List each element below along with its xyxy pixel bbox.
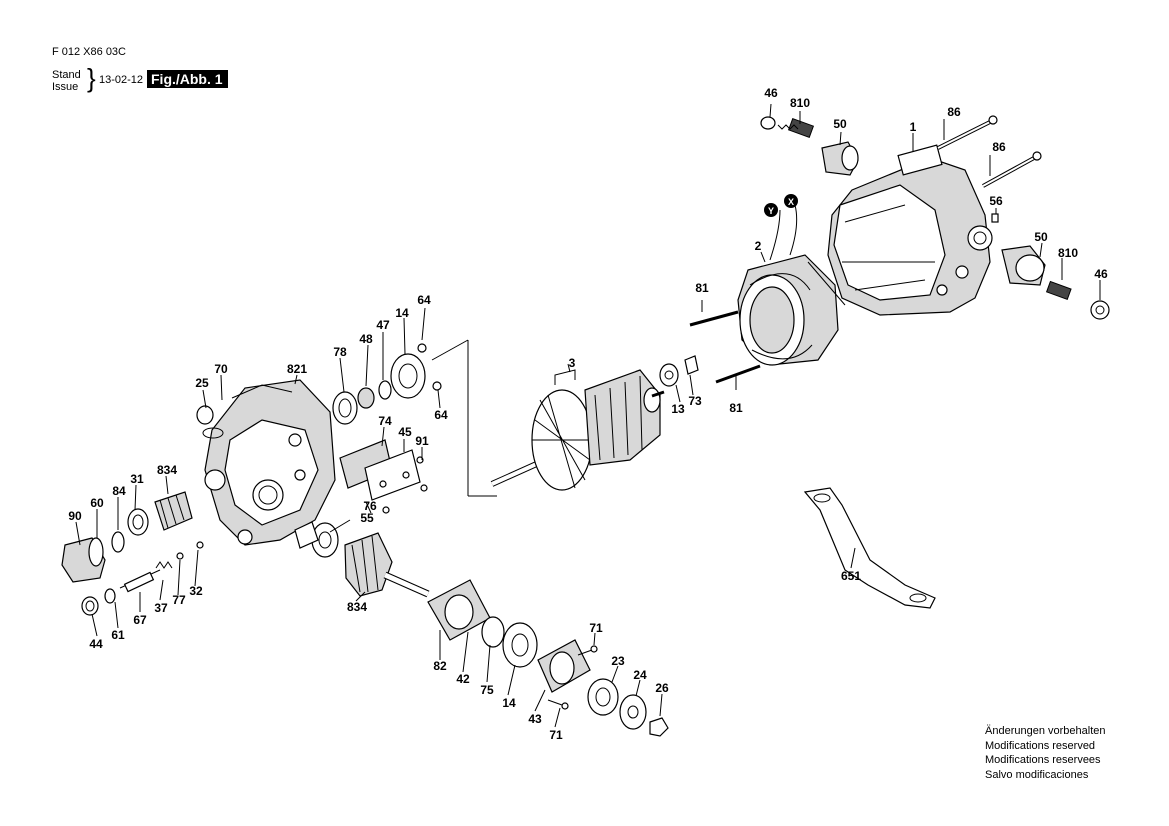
callout-71a: 71 <box>589 621 603 635</box>
callout-86b: 86 <box>992 140 1006 154</box>
callout-47: 47 <box>376 318 390 332</box>
callout-834a: 834 <box>157 463 177 477</box>
callout-56: 56 <box>989 194 1003 208</box>
callout-90: 90 <box>68 509 82 523</box>
callout-37: 37 <box>154 601 168 615</box>
callout-26: 26 <box>655 681 669 695</box>
callout-23: 23 <box>611 654 625 668</box>
callout-64b: 64 <box>434 408 448 422</box>
callout-43: 43 <box>528 712 542 726</box>
callout-44: 44 <box>89 637 103 651</box>
callout-50a: 50 <box>833 117 847 131</box>
callout-74: 74 <box>378 414 392 428</box>
callout-48: 48 <box>359 332 373 346</box>
callout-71b: 71 <box>549 728 563 742</box>
callout-84: 84 <box>112 484 126 498</box>
callout-labels: 46 810 50 1 86 86 56 50 810 46 2 81 81 3… <box>68 86 1108 742</box>
callout-2: 2 <box>755 239 762 253</box>
callout-67: 67 <box>133 613 147 627</box>
upper-bearings <box>332 343 442 425</box>
wrench-part <box>803 487 936 609</box>
callout-75: 75 <box>480 683 494 697</box>
callout-46b: 46 <box>1094 267 1108 281</box>
callout-14a: 14 <box>395 306 409 320</box>
callout-42: 42 <box>456 672 470 686</box>
callout-73: 73 <box>688 394 702 408</box>
stator-part: Y X <box>689 194 846 384</box>
armature-part <box>490 355 699 491</box>
brace-glyph: } <box>87 63 96 93</box>
callout-3: 3 <box>569 356 576 370</box>
issue-label: Issue <box>52 81 79 93</box>
callout-24: 24 <box>633 668 647 682</box>
callout-651: 651 <box>841 569 861 583</box>
callout-834b: 834 <box>347 600 367 614</box>
callout-32: 32 <box>189 584 203 598</box>
flange-assembly <box>427 579 669 737</box>
note-es: Salvo modificaciones <box>985 768 1089 781</box>
callout-810b: 810 <box>1058 246 1078 260</box>
callout-70: 70 <box>214 362 228 376</box>
callout-61: 61 <box>111 628 125 642</box>
callout-810a: 810 <box>790 96 810 110</box>
issue-date: 13-02-12 <box>99 74 144 86</box>
screws-86 <box>937 115 1042 223</box>
brush-cap-top <box>760 116 859 176</box>
callout-45: 45 <box>398 425 412 439</box>
callout-1: 1 <box>910 120 917 134</box>
callout-46a: 46 <box>764 86 778 100</box>
stand-issue-label: Stand Issue <box>52 69 81 93</box>
callout-81b: 81 <box>729 401 743 415</box>
callout-91: 91 <box>415 434 429 448</box>
callout-25: 25 <box>195 376 209 390</box>
leader-lines <box>75 103 1101 728</box>
callout-60: 60 <box>90 496 104 510</box>
wire-marker-x <box>784 194 798 208</box>
brush-cap-right <box>1001 245 1110 320</box>
callout-76: 76 <box>363 499 377 513</box>
callout-64a: 64 <box>417 293 431 307</box>
modification-notes: Änderungen vorbehalten Modifications res… <box>985 724 1105 782</box>
figure-badge: Fig./Abb. 1 <box>147 70 228 88</box>
note-en: Modifications reserved <box>985 739 1096 752</box>
callout-50b: 50 <box>1034 230 1048 244</box>
wire-marker-y <box>764 203 778 217</box>
note-fr: Modifications reservees <box>985 754 1101 766</box>
callout-13: 13 <box>671 402 685 416</box>
stand-label: Stand <box>52 69 81 81</box>
document-code: F 012 X86 03C <box>52 46 126 58</box>
motor-housing-part <box>827 144 993 316</box>
callout-14b: 14 <box>502 696 516 710</box>
callout-55: 55 <box>360 511 374 525</box>
callout-821: 821 <box>287 362 307 376</box>
output-gear <box>294 521 430 598</box>
callout-78: 78 <box>333 345 347 359</box>
left-parts <box>61 491 204 616</box>
callout-86a: 86 <box>947 105 961 119</box>
wire-marker-x-text: X <box>788 197 794 207</box>
callout-77: 77 <box>172 593 186 607</box>
callout-31: 31 <box>130 472 144 486</box>
callout-81a: 81 <box>695 281 709 295</box>
note-de: Änderungen vorbehalten <box>985 725 1106 737</box>
gear-housing-part <box>196 379 336 546</box>
cover-plates <box>339 439 428 514</box>
wire-marker-y-text: Y <box>768 206 774 216</box>
callout-82: 82 <box>433 659 447 673</box>
